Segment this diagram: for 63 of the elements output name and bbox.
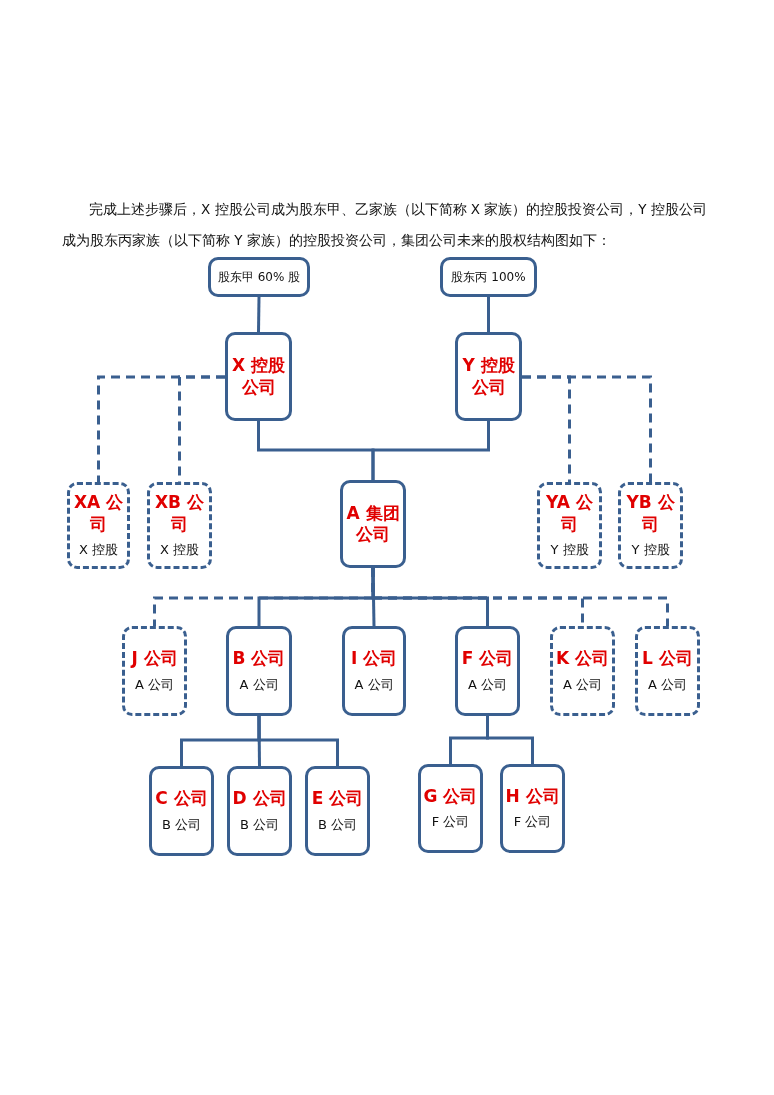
company-box xyxy=(618,482,683,569)
company-name: F 公司 xyxy=(461,648,514,670)
company-box xyxy=(340,480,406,568)
company-name: YA 公司 xyxy=(545,492,594,535)
company-name: H 公司 xyxy=(505,785,560,808)
company-name: A 集团公司 xyxy=(345,502,401,546)
parent-company-text: A 公司 xyxy=(135,675,174,694)
company-box xyxy=(537,482,602,569)
parent-company-text: F 公司 xyxy=(513,813,552,832)
company-box xyxy=(208,257,310,297)
company-box xyxy=(149,766,214,856)
parent-company-text: A 公司 xyxy=(354,675,394,694)
company-name: XA 公司 xyxy=(72,492,125,535)
company-box xyxy=(67,482,130,569)
company-box xyxy=(418,764,483,853)
company-name: Y 控股公司 xyxy=(461,355,516,398)
company-name: G 公司 xyxy=(423,785,478,808)
company-box xyxy=(227,766,292,856)
company-box xyxy=(440,257,537,297)
company-name: D 公司 xyxy=(232,788,287,810)
company-name: L 公司 xyxy=(642,648,693,670)
company-name: YB 公司 xyxy=(625,492,676,535)
company-name: XB 公司 xyxy=(154,492,205,535)
company-name: K 公司 xyxy=(555,648,610,670)
parent-company-text: Y 控股 xyxy=(550,540,589,559)
company-box xyxy=(455,332,522,421)
company-box xyxy=(342,626,406,716)
company-name: 股东甲 60% 股 xyxy=(217,269,301,285)
company-box xyxy=(455,626,520,716)
parent-company-text: X 控股 xyxy=(159,540,199,559)
connector-line xyxy=(522,375,652,482)
company-name: X 控股公司 xyxy=(231,355,286,398)
company-name: B 公司 xyxy=(232,648,286,670)
company-box xyxy=(500,764,565,853)
parent-company-text: A 公司 xyxy=(239,675,279,694)
connector-line xyxy=(371,421,490,480)
parent-company-text: A 公司 xyxy=(648,675,687,694)
connector-line xyxy=(486,716,534,764)
company-box xyxy=(550,626,615,716)
paragraph-text: 完成上述步骤后，X 控股公司成为股东甲、乙家族（以下简称 X 家族）的控股投资公司，Y 控股公司成为股东丙家族（以下简称 Y 家族）的控股投资公司，集团公司未来的股权结构图如下： xyxy=(62,199,708,250)
company-box xyxy=(225,332,292,421)
company-box xyxy=(122,626,187,716)
company-name: J 公司 xyxy=(131,648,178,670)
company-box xyxy=(305,766,370,856)
parent-company-text: B 公司 xyxy=(161,815,202,834)
company-name: 股东丙 100% xyxy=(451,269,526,285)
connector-line xyxy=(257,716,339,766)
company-box xyxy=(226,626,292,716)
connector-line xyxy=(371,568,669,626)
parent-company-text: B 公司 xyxy=(239,815,280,834)
parent-company-text: A 公司 xyxy=(468,675,507,694)
company-box xyxy=(147,482,212,569)
parent-company-text: B 公司 xyxy=(317,815,358,834)
parent-company-text: X 控股 xyxy=(78,540,118,559)
company-box xyxy=(635,626,700,716)
connector-line xyxy=(257,296,261,333)
parent-company-text: Y 控股 xyxy=(631,540,670,559)
company-name: E 公司 xyxy=(311,788,364,810)
connector-line xyxy=(487,297,490,332)
parent-company-text: A 公司 xyxy=(563,675,602,694)
company-name: I 公司 xyxy=(350,648,398,670)
parent-company-text: F 公司 xyxy=(431,813,470,832)
company-name: C 公司 xyxy=(155,788,208,810)
